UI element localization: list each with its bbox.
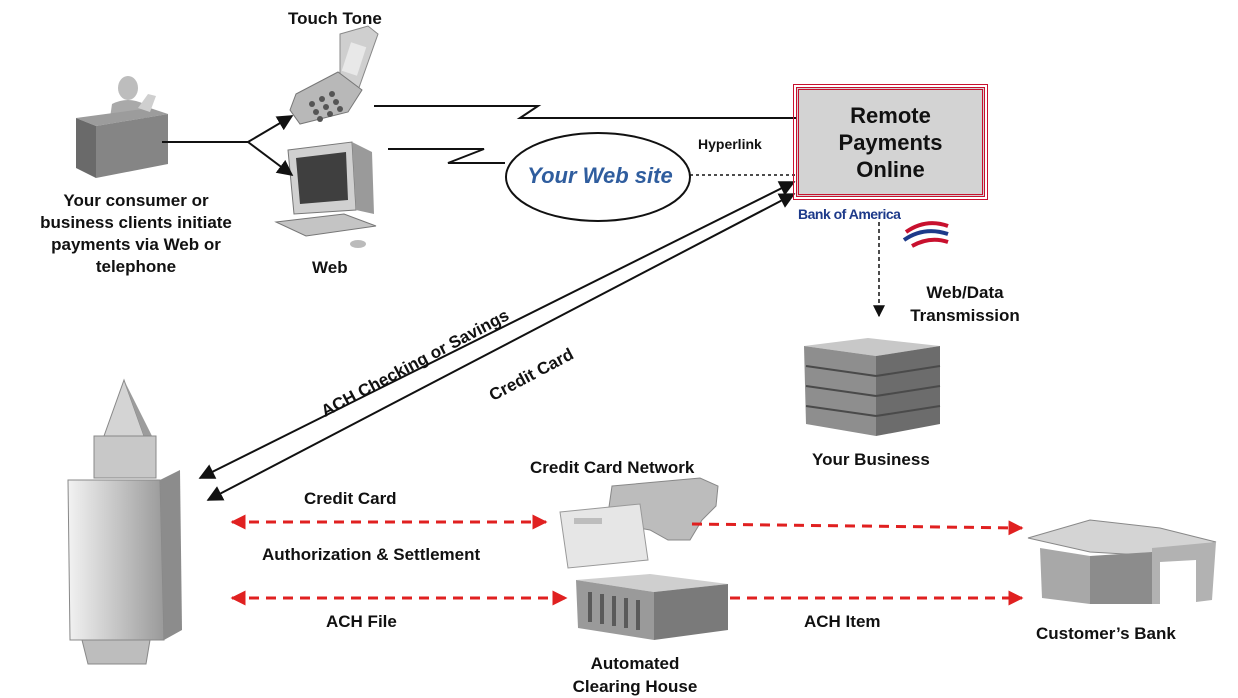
credit-card-network-icon <box>559 477 719 569</box>
your-business-label: Your Business <box>812 450 930 469</box>
remote-payments-online-box: Remote Payments Online <box>793 84 988 200</box>
customer-bank-building-icon <box>1027 519 1217 604</box>
ach-file-label: ACH File <box>326 612 397 631</box>
hyperlink-label: Hyperlink <box>698 136 762 152</box>
web-label: Web <box>312 258 348 277</box>
bank-of-america-logo-icon <box>902 221 949 248</box>
credit-card-flow-label: Credit Card <box>304 489 397 508</box>
clients-desk-icon <box>76 76 168 178</box>
automated-clearing-house-label: Automated Clearing House <box>572 654 698 696</box>
clients-label: Your consumer or business clients initia… <box>40 191 232 276</box>
business-building-icon <box>804 338 941 436</box>
bank-tower-icon <box>67 378 182 665</box>
ach-item-label: ACH Item <box>804 612 881 631</box>
credit-card-network-label: Credit Card Network <box>530 458 695 477</box>
web-data-transmission-label: Web/Data Transmission <box>910 283 1020 325</box>
touch-tone-label: Touch Tone <box>288 9 382 28</box>
computer-icon <box>274 141 377 248</box>
customers-bank-label: Customer’s Bank <box>1036 624 1176 643</box>
phone-icon <box>289 25 379 125</box>
bank-of-america-logo-text: Bank of America <box>798 206 901 222</box>
your-web-site-label: Your Web site <box>527 163 673 188</box>
clearing-house-building-icon <box>576 574 728 640</box>
authorization-settlement-label: Authorization & Settlement <box>262 545 481 564</box>
